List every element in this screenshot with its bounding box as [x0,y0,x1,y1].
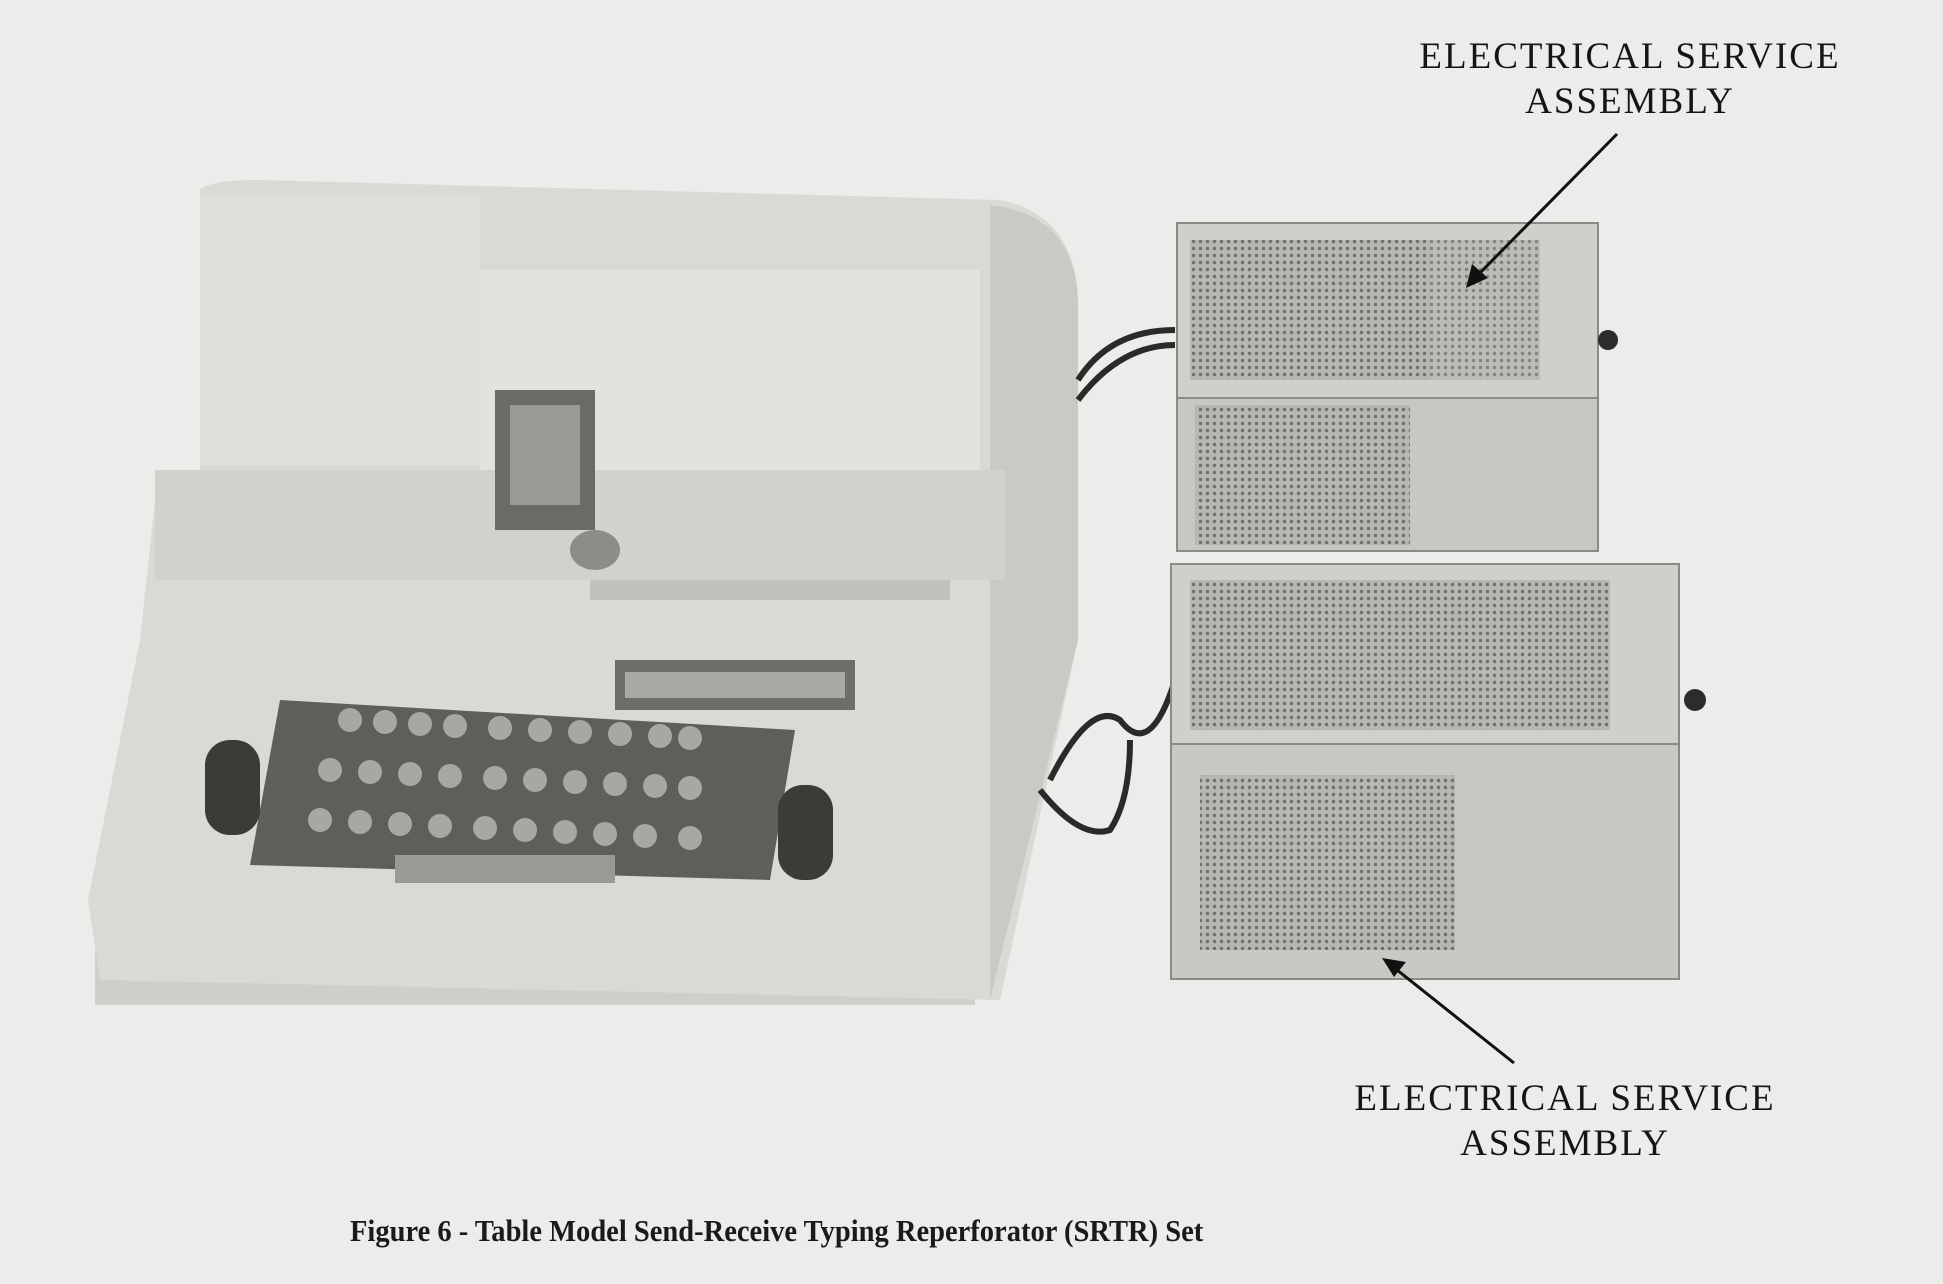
arrow-bottom [1382,958,1515,1065]
label-electrical-service-assembly-top: ELECTRICAL SERVICE ASSEMBLY [1330,34,1930,124]
teletype-machine [88,180,1078,1005]
arrow-top [1466,132,1619,288]
label-electrical-service-assembly-bottom: ELECTRICAL SERVICE ASSEMBLY [1265,1076,1865,1166]
lower-service-assembly [1170,563,1706,980]
label-line: ELECTRICAL SERVICE [1354,1078,1776,1119]
figure-caption: Figure 6 - Table Model Send-Receive Typi… [350,1213,1204,1248]
label-line: ASSEMBLY [1460,1123,1670,1164]
cables [1037,327,1178,835]
label-line: ASSEMBLY [1525,81,1735,122]
upper-service-assembly [1176,222,1618,552]
label-line: ELECTRICAL SERVICE [1419,36,1841,77]
